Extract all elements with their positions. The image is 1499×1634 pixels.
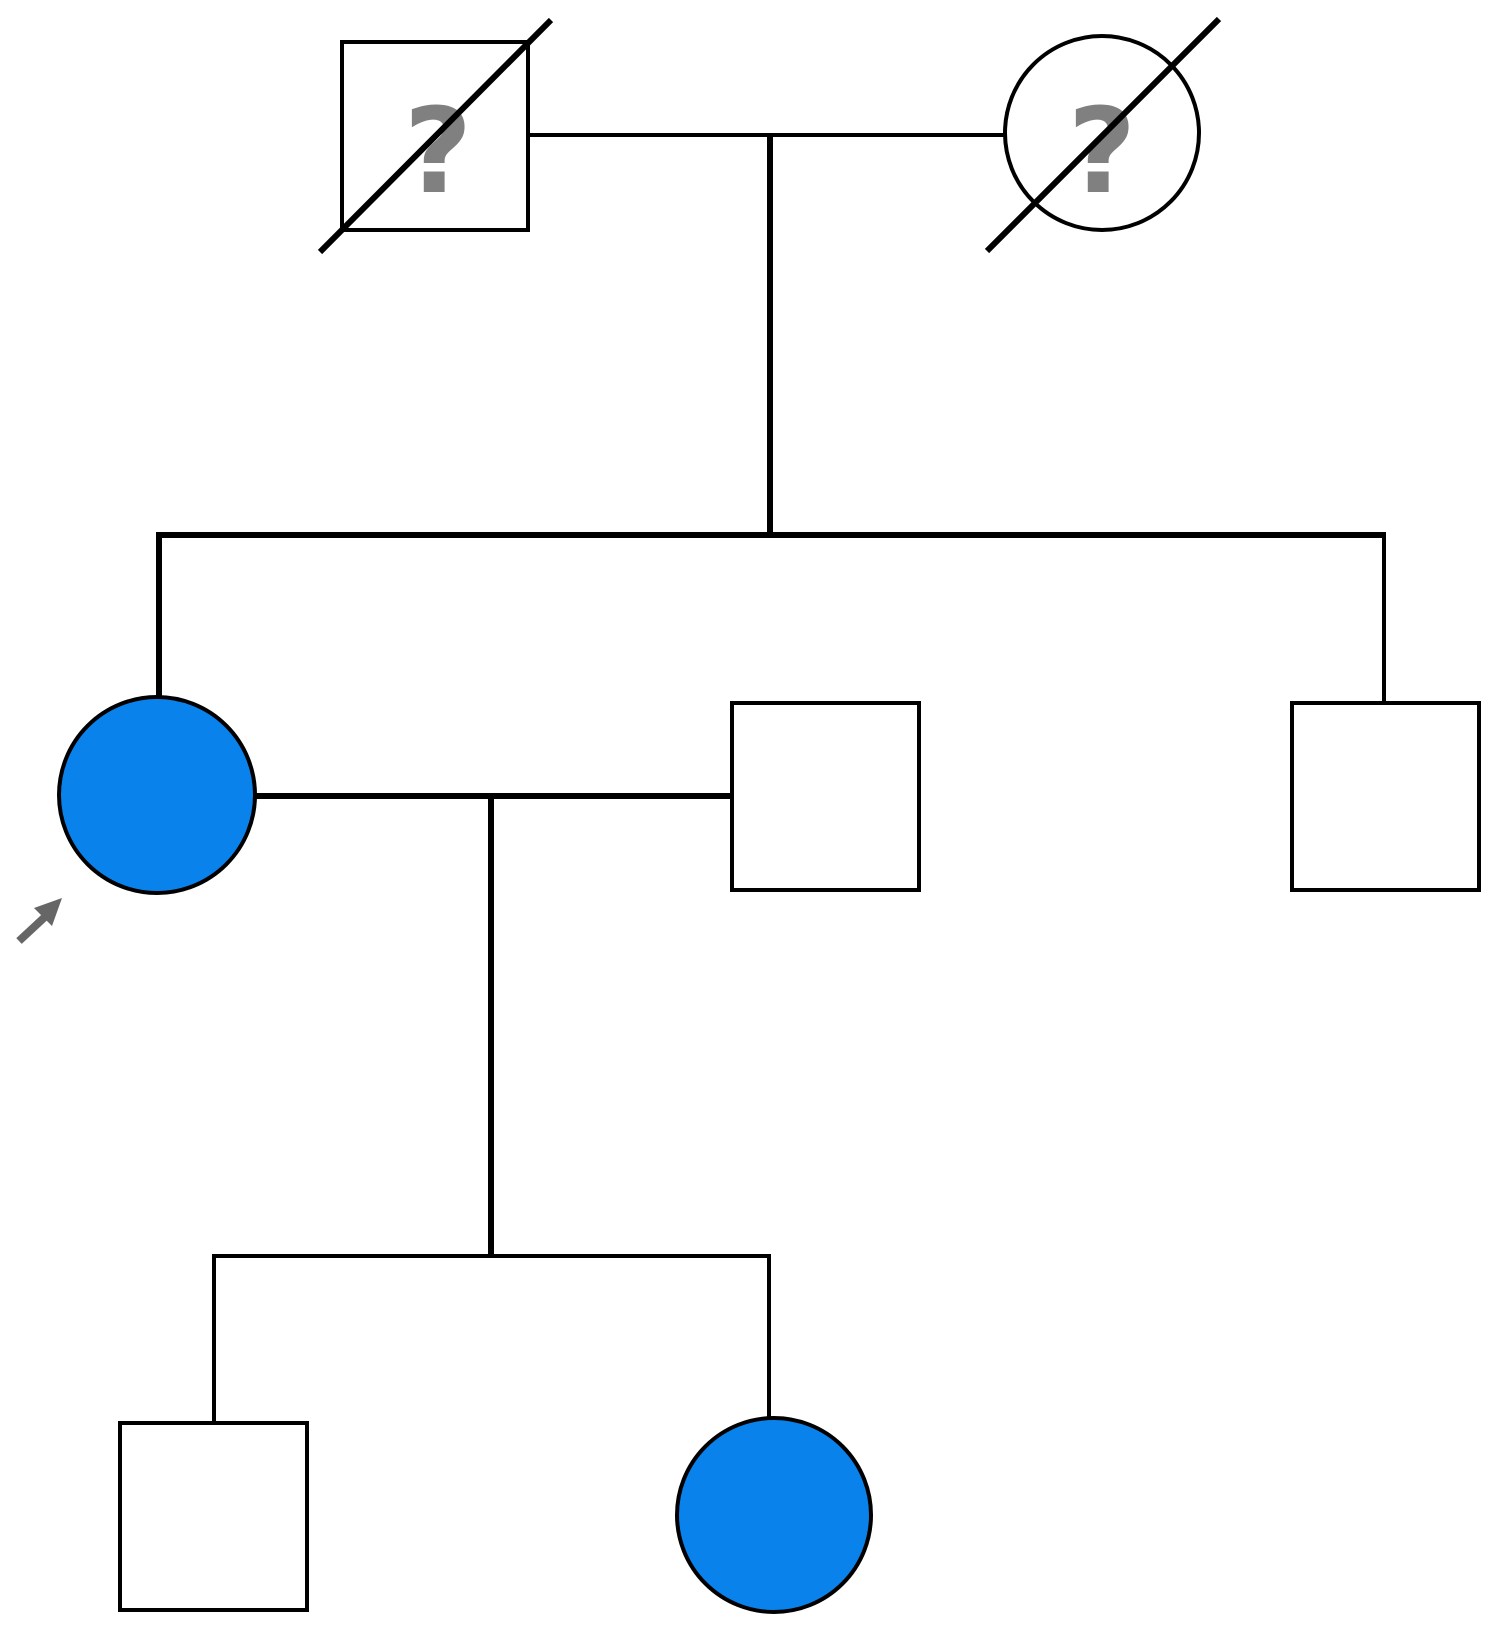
grandmother-symbol: ? xyxy=(984,16,1222,254)
brother-symbol xyxy=(1290,701,1481,892)
proband-symbol xyxy=(57,695,257,895)
son-symbol xyxy=(118,1421,309,1612)
proband-arrow-icon xyxy=(16,898,62,944)
grandfather-symbol: ? xyxy=(317,17,554,255)
unknown-mark-grandmother: ? xyxy=(1068,82,1136,220)
deceased-slash-grandfather xyxy=(317,17,554,255)
daughter-symbol xyxy=(675,1416,873,1614)
unknown-mark-grandfather: ? xyxy=(404,82,472,220)
deceased-slash-grandmother xyxy=(984,16,1222,254)
spouse-symbol xyxy=(730,701,921,892)
